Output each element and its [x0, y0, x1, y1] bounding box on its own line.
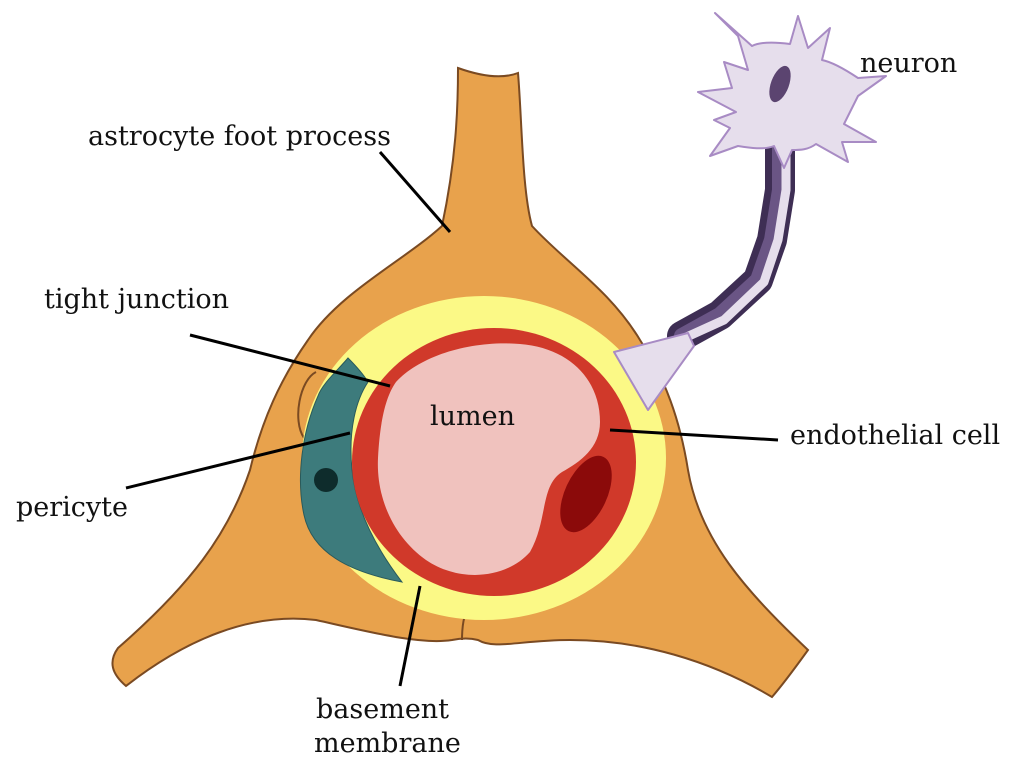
label-astrocyte-foot-process: astrocyte foot process: [88, 121, 391, 152]
neuron: [614, 13, 886, 410]
neuron-soma: [698, 13, 886, 168]
endothelial-cell: [352, 328, 636, 596]
label-membrane: membrane: [314, 728, 461, 759]
leader-astrocyte: [380, 152, 450, 232]
label-lumen: lumen: [430, 401, 515, 432]
label-tight-junction: tight junction: [44, 284, 229, 315]
pericyte-nucleus: [314, 468, 338, 492]
label-neuron: neuron: [860, 48, 957, 79]
label-basement: basement: [316, 694, 449, 725]
label-endothelial-cell: endothelial cell: [790, 420, 1000, 451]
label-pericyte: pericyte: [16, 492, 128, 523]
